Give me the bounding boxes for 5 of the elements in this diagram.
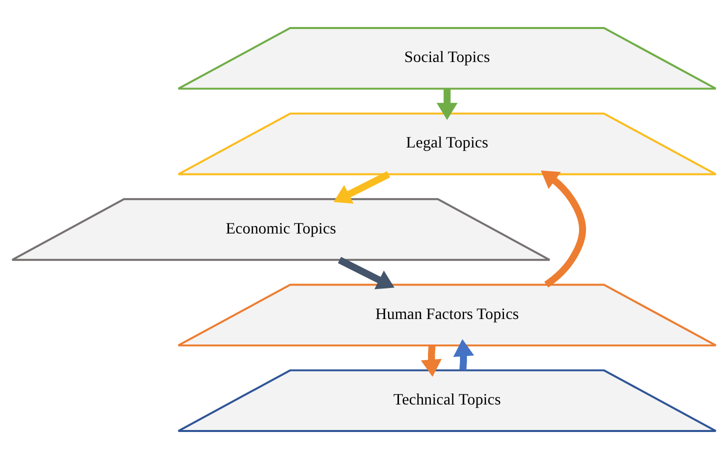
arrow (420, 345, 442, 377)
arrow (436, 89, 458, 120)
arrow (334, 171, 390, 204)
arrow (453, 339, 474, 370)
arrow (338, 256, 394, 290)
